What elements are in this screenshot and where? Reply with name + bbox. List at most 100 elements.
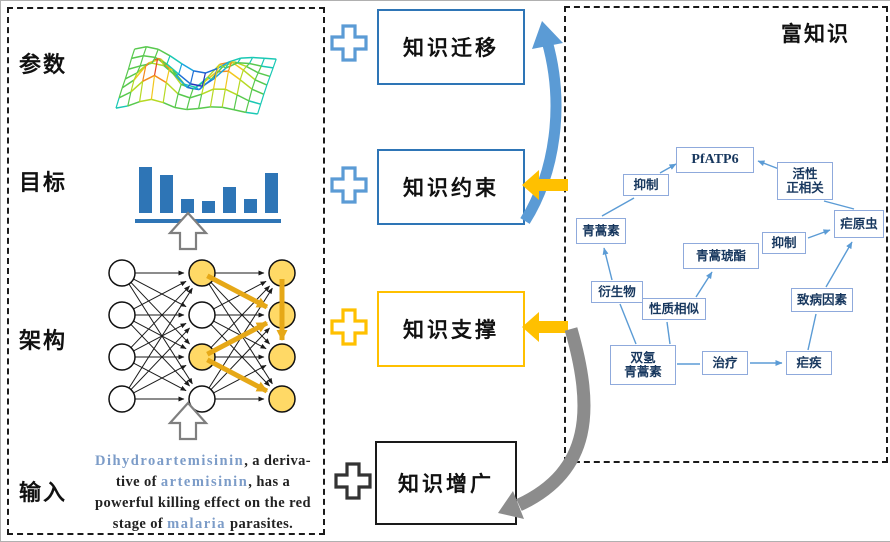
box-knowledge-constraint-label: 知识约束 <box>403 172 499 202</box>
mesh-segment <box>246 101 249 113</box>
mesh-segment <box>264 58 276 59</box>
knowledge-flow-arrow <box>207 276 267 307</box>
mesh-segment <box>237 80 240 95</box>
mesh-segment <box>175 94 178 108</box>
highlighted-term: Dihydroartemisinin <box>95 453 244 469</box>
mesh-segment <box>175 108 187 110</box>
mesh-segment <box>187 108 199 109</box>
loss-surface-plot <box>109 19 281 131</box>
mesh-segment <box>178 84 181 93</box>
bar-chart-baseline <box>135 219 281 223</box>
plus-icon <box>329 307 369 347</box>
mesh-segment <box>158 58 161 59</box>
rich-knowledge-panel: 富知识 PfATP6 抑制 活性 正相关 疟原虫 青蒿素 青 <box>564 6 888 463</box>
mesh-segment <box>187 98 190 110</box>
mesh-segment <box>258 104 261 114</box>
mesh-segment <box>255 73 258 80</box>
label-parameters: 参数 <box>19 47 67 79</box>
box-knowledge-augmentation: 知识增广 <box>375 441 517 525</box>
box-knowledge-constraint: 知识约束 <box>377 149 525 225</box>
input-sentence: Dihydroartemisinin, a deriva- tive of ar… <box>71 451 335 535</box>
mesh-segment <box>158 49 170 56</box>
mesh-segment <box>151 75 154 99</box>
mesh-segment <box>258 73 270 77</box>
mesh-segment <box>225 89 237 95</box>
mesh-segment <box>170 56 182 64</box>
network-node <box>109 260 135 286</box>
mesh-segment <box>250 58 253 64</box>
mesh-segment <box>252 89 264 94</box>
mesh-segment <box>252 80 255 89</box>
label-objective: 目标 <box>19 165 67 197</box>
mesh-segment <box>246 112 258 114</box>
kg-node-dha: 双氢 青蒿素 <box>610 345 676 385</box>
mesh-segment <box>163 103 175 108</box>
mesh-segment <box>163 83 166 103</box>
mesh-segment <box>261 58 264 66</box>
mesh-segment <box>128 102 140 106</box>
mesh-segment <box>179 64 182 74</box>
mesh-segment <box>261 94 264 104</box>
plus-icon <box>329 23 369 63</box>
bar <box>160 175 173 213</box>
mesh-segment <box>243 66 246 70</box>
transfer-arrow-head <box>532 21 563 49</box>
mesh-segment <box>132 56 144 59</box>
mesh-segment <box>249 101 261 104</box>
label-input: 输入 <box>19 475 67 507</box>
mesh-segment <box>223 67 226 68</box>
mesh-segment <box>270 68 273 77</box>
bar <box>181 199 194 213</box>
bar <box>244 199 257 213</box>
mesh-segment <box>234 95 237 110</box>
mesh-segment <box>199 94 202 108</box>
network-node <box>189 260 215 286</box>
kg-node-inhibit-1: 抑制 <box>623 174 669 196</box>
model-panel: 参数 目标 架构 输入 Dihydroartemisinin, a deriva… <box>7 7 325 535</box>
kg-node-derivative: 衍生物 <box>591 281 643 303</box>
mesh-segment <box>128 58 131 69</box>
mesh-segment <box>258 66 261 73</box>
bar <box>202 201 215 213</box>
mesh-segment <box>194 71 206 73</box>
mesh-segment <box>241 58 253 59</box>
mesh-segment <box>132 49 135 58</box>
bar <box>139 167 152 213</box>
mesh-segment <box>143 47 146 56</box>
mesh-segment <box>178 94 190 98</box>
mesh-segment <box>155 75 167 82</box>
kg-node-pathogenic: 致病因素 <box>791 288 853 312</box>
mesh-segment <box>135 47 147 49</box>
mesh-segment <box>166 83 178 94</box>
kg-node-similar-props: 性质相似 <box>642 298 706 320</box>
kg-node-treat: 治疗 <box>702 351 748 375</box>
transfer-arrow <box>525 41 556 221</box>
mesh-segment <box>143 75 155 81</box>
mesh-segment <box>140 56 143 66</box>
box-knowledge-augmentation-label: 知识增广 <box>398 468 494 498</box>
mesh-segment <box>190 94 202 98</box>
box-knowledge-support-label: 知识支撑 <box>403 314 499 344</box>
kg-node-plasmodium: 疟原虫 <box>834 210 884 238</box>
kg-node-artemisinin: 青蒿素 <box>576 218 626 244</box>
network-node <box>109 386 135 412</box>
mesh-segment <box>155 49 158 57</box>
kg-node-activity-corr: 活性 正相关 <box>777 162 833 200</box>
network-edge <box>129 284 192 384</box>
box-knowledge-transfer-label: 知识迁移 <box>403 32 499 62</box>
mesh-segment <box>116 106 128 108</box>
mesh-segment <box>261 66 273 68</box>
highlighted-term: artemisinin <box>161 474 248 490</box>
bar <box>223 187 236 213</box>
kg-node-artesunate: 青蒿琥酯 <box>683 243 759 269</box>
neural-network-diagram <box>97 257 327 427</box>
network-node <box>189 302 215 328</box>
constraint-arrow <box>522 170 568 200</box>
mesh-segment <box>182 64 194 71</box>
objective-bar-chart <box>135 155 281 213</box>
kg-node-pfatp6: PfATP6 <box>676 147 754 173</box>
mesh-segment <box>202 89 214 94</box>
plus-icon <box>333 461 373 501</box>
mesh-segment <box>143 56 155 58</box>
